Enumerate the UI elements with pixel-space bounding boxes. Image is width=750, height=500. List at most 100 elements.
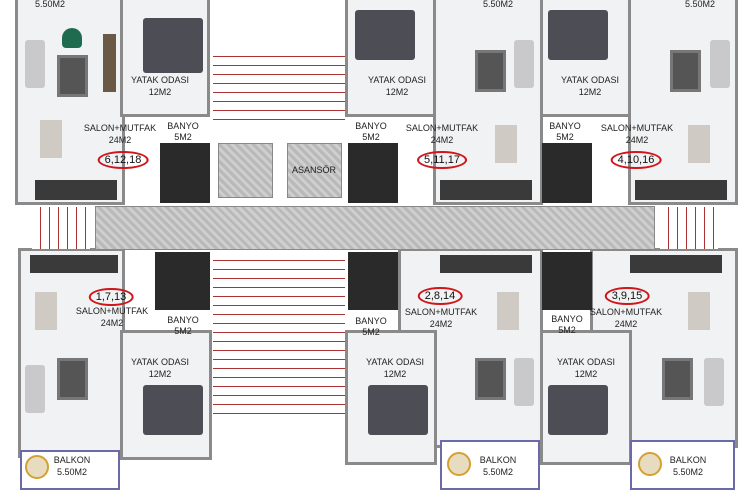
kitchen-counter <box>30 255 118 273</box>
unit-number: 6,12,18 <box>97 151 149 169</box>
bath-area: 5M2 <box>174 132 192 142</box>
bedroom-label: YATAK ODASI <box>560 75 620 85</box>
bath-area: 5M2 <box>362 327 380 337</box>
bedroom-area: 12M2 <box>148 87 172 97</box>
dining-table-icon <box>688 292 710 330</box>
balkon-area: 5.50M2 <box>482 0 514 9</box>
rug-icon <box>662 358 693 400</box>
salon-label: SALON+MUTFAK <box>75 306 149 316</box>
bed-icon <box>548 10 608 60</box>
salon-label: SALON+MUTFAK <box>83 123 157 133</box>
bedroom-label: YATAK ODASI <box>367 75 427 85</box>
sofa-icon <box>710 40 730 88</box>
salon-label: SALON+MUTFAK <box>600 123 674 133</box>
armchair-icon <box>62 28 82 48</box>
rug-icon <box>670 50 701 92</box>
left-stairs <box>32 207 90 249</box>
kitchen-counter <box>635 180 727 200</box>
bottom-stairs <box>213 252 345 417</box>
balkon-label: BALKON <box>53 455 91 465</box>
bath-label: BANYO <box>355 121 387 131</box>
salon-label: SALON+MUTFAK <box>405 123 479 133</box>
salon-area: 24M2 <box>429 319 453 329</box>
dining-table-icon <box>35 292 57 330</box>
bath-label: BANYO <box>551 314 583 324</box>
bath-area: 5M2 <box>558 325 576 335</box>
balkon-area: 5.50M2 <box>482 467 514 477</box>
salon-area: 24M2 <box>430 135 454 145</box>
sofa-icon <box>514 358 534 406</box>
unit-number: 1,7,13 <box>88 288 134 306</box>
bot-left-bath <box>155 252 210 310</box>
bedroom-label: YATAK ODASI <box>556 357 616 367</box>
kitchen-counter <box>440 180 532 200</box>
unit-number: 3,9,15 <box>604 287 650 305</box>
corridor <box>95 206 655 250</box>
salon-label: SALON+MUTFAK <box>589 307 663 317</box>
bath-area: 5M2 <box>556 132 574 142</box>
salon-area: 24M2 <box>100 318 124 328</box>
bedroom-area: 12M2 <box>574 369 598 379</box>
bath-label: BANYO <box>167 315 199 325</box>
unit-number: 4,10,16 <box>610 151 662 169</box>
bed-icon <box>143 18 203 73</box>
bath-label: BANYO <box>167 121 199 131</box>
balkon-area: 5.50M2 <box>672 467 704 477</box>
top-left-bath <box>160 143 210 203</box>
sofa-icon <box>704 358 724 406</box>
sofa-icon <box>25 365 45 413</box>
kitchen-counter <box>35 180 117 200</box>
balkon-area: 5.50M2 <box>684 0 716 9</box>
bedroom-area: 12M2 <box>148 369 172 379</box>
salon-area: 24M2 <box>108 135 132 145</box>
elevator-label: ASANSÖR <box>291 165 337 175</box>
rug-icon <box>57 358 88 400</box>
bed-icon <box>548 385 608 435</box>
balcony-table-icon <box>25 455 49 479</box>
balcony-table-icon <box>638 452 662 476</box>
kitchen-counter <box>440 255 532 273</box>
bed-icon <box>143 385 203 435</box>
top-right-bath <box>542 143 592 203</box>
bedroom-area: 12M2 <box>383 369 407 379</box>
bed-icon <box>355 10 415 60</box>
top-mid-bath <box>348 143 398 203</box>
salon-area: 24M2 <box>625 135 649 145</box>
rug-icon <box>475 358 506 400</box>
top-mid-salon <box>433 0 543 205</box>
bed-icon <box>368 385 428 435</box>
elevator-shaft <box>287 143 342 198</box>
salon-area: 24M2 <box>614 319 638 329</box>
bedroom-area: 12M2 <box>578 87 602 97</box>
bath-label: BANYO <box>549 121 581 131</box>
balkon-label: BALKON <box>479 455 517 465</box>
dining-table-icon <box>495 125 517 163</box>
balcony-table-icon <box>447 452 471 476</box>
bath-label: BANYO <box>355 316 387 326</box>
top-right-salon <box>628 0 738 205</box>
unit-number: 2,8,14 <box>417 287 463 305</box>
rug-icon <box>475 50 506 92</box>
balkon-label: BALKON <box>669 455 707 465</box>
bot-right-bath <box>542 252 592 310</box>
elevator-shaft-left <box>218 143 273 198</box>
dining-table-icon <box>497 292 519 330</box>
sofa-icon <box>514 40 534 88</box>
dining-table-icon <box>688 125 710 163</box>
bath-area: 5M2 <box>362 132 380 142</box>
bedroom-label: YATAK ODASI <box>365 357 425 367</box>
balkon-area: 5.50M2 <box>34 0 66 9</box>
tv-unit-icon <box>103 34 116 92</box>
top-stairs <box>213 48 345 123</box>
bot-mid-bath <box>348 252 398 310</box>
salon-label: SALON+MUTFAK <box>404 307 478 317</box>
right-stairs <box>660 207 718 249</box>
unit-number: 5,11,17 <box>417 151 467 169</box>
dining-table-icon <box>40 120 62 158</box>
rug-icon <box>57 55 88 97</box>
balkon-area: 5.50M2 <box>56 467 88 477</box>
bath-area: 5M2 <box>174 326 192 336</box>
sofa-icon <box>25 40 45 88</box>
kitchen-counter <box>630 255 722 273</box>
bedroom-area: 12M2 <box>385 87 409 97</box>
